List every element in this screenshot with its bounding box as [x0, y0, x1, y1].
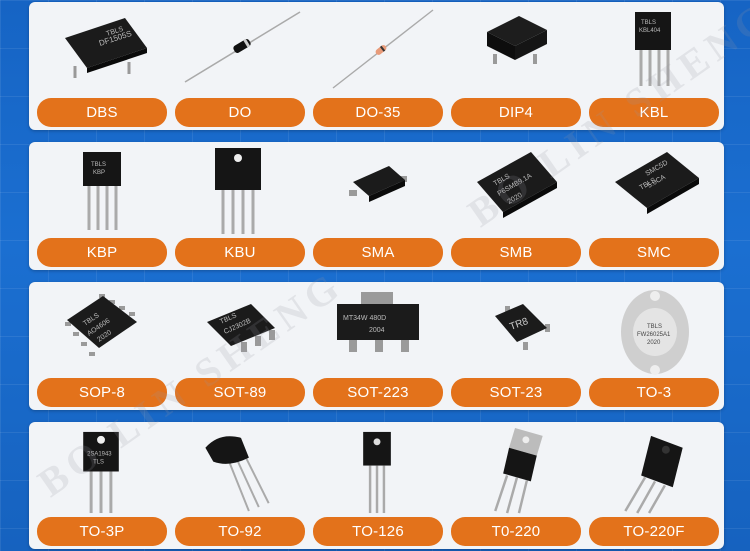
package-label-sot89: SOT-89: [175, 378, 305, 407]
package-card-sot89[interactable]: TBLS CJ2302B SOT-89: [175, 282, 305, 410]
package-label-to220f: TO-220F: [589, 517, 719, 546]
package-card-to126[interactable]: TO-126: [313, 422, 443, 549]
kbp-marking: KBP: [93, 170, 105, 176]
to126-package-icon: [313, 426, 443, 515]
package-label-kbp: KBP: [37, 238, 167, 267]
package-card-dbs[interactable]: DF1505S TBLS DBS: [37, 2, 167, 130]
sop8-package-icon: TBLS AO4606 2020: [37, 286, 167, 376]
package-label-kbu: KBU: [175, 238, 305, 267]
package-label-sma: SMA: [313, 238, 443, 267]
package-row-1: DF1505S TBLS DBS DO: [29, 2, 724, 130]
package-card-kbu[interactable]: KBU: [175, 142, 305, 270]
kbl-package-icon: TBLS KBL404: [589, 6, 719, 96]
package-label-smc: SMC: [589, 238, 719, 267]
package-row-4: 2SA1943 TLS TO-3P TO-92 TO-: [29, 422, 724, 549]
to3-package-icon: TBLS FW26025A1 2020: [589, 286, 719, 376]
to92-package-icon: [175, 426, 305, 515]
package-label-smb: SMB: [451, 238, 581, 267]
package-card-sma[interactable]: SMA: [313, 142, 443, 270]
package-card-sot223[interactable]: MT34W 480D 2004 SOT-223: [313, 282, 443, 410]
to3p-package-icon: 2SA1943 TLS: [37, 426, 167, 515]
to3-marking-date: 2020: [647, 340, 661, 346]
package-label-to126: TO-126: [313, 517, 443, 546]
package-card-to3[interactable]: TBLS FW26025A1 2020 TO-3: [589, 282, 719, 410]
to220f-package-icon: [589, 426, 719, 515]
package-card-kbl[interactable]: TBLS KBL404 KBL: [589, 2, 719, 130]
to220-package-icon: [451, 426, 581, 515]
package-card-to3p[interactable]: 2SA1943 TLS TO-3P: [37, 422, 167, 549]
sot23-package-icon: TR8: [451, 286, 581, 376]
package-card-do[interactable]: DO: [175, 2, 305, 130]
dip4-package-icon: [451, 6, 581, 96]
package-label-do35: DO-35: [313, 98, 443, 127]
sma-package-icon: [313, 146, 443, 236]
package-card-do35[interactable]: DO-35: [313, 2, 443, 130]
package-card-to220f[interactable]: TO-220F: [589, 422, 719, 549]
package-label-dbs: DBS: [37, 98, 167, 127]
package-label-do: DO: [175, 98, 305, 127]
smc-package-icon: SMC5D TBLS 5.0CA: [589, 146, 719, 236]
package-label-sot23: SOT-23: [451, 378, 581, 407]
package-label-to220: T0-220: [451, 517, 581, 546]
package-card-smb[interactable]: TBLS P6SMB9.1A 2020 SMB: [451, 142, 581, 270]
to3-brand: TBLS: [647, 324, 662, 330]
to3-marking: FW26025A1: [637, 332, 671, 338]
package-row-2: TBLS KBP KBP KBU S: [29, 142, 724, 270]
do35-package-icon: [313, 6, 443, 96]
package-card-sop8[interactable]: TBLS AO4606 2020 SOP-8: [37, 282, 167, 410]
kbl-brand: TBLS: [641, 20, 656, 26]
to3p-marking: 2SA1943: [87, 452, 112, 458]
to3p-marking-2: TLS: [93, 460, 104, 466]
smb-package-icon: TBLS P6SMB9.1A 2020: [451, 146, 581, 236]
package-label-to3: TO-3: [589, 378, 719, 407]
kbp-package-icon: TBLS KBP: [37, 146, 167, 236]
kbl-marking: KBL404: [639, 28, 661, 34]
package-label-to3p: TO-3P: [37, 517, 167, 546]
package-card-sot23[interactable]: TR8 SOT-23: [451, 282, 581, 410]
sot223-marking: MT34W 480D: [343, 315, 386, 322]
package-card-smc[interactable]: SMC5D TBLS 5.0CA SMC: [589, 142, 719, 270]
sot223-package-icon: MT34W 480D 2004: [313, 286, 443, 376]
kbu-package-icon: [175, 146, 305, 236]
package-label-sop8: SOP-8: [37, 378, 167, 407]
package-card-dip4[interactable]: DIP4: [451, 2, 581, 130]
package-label-sot223: SOT-223: [313, 378, 443, 407]
package-label-kbl: KBL: [589, 98, 719, 127]
kbp-brand: TBLS: [91, 162, 106, 168]
sot223-marking-date: 2004: [369, 327, 385, 334]
dbs-package-icon: DF1505S TBLS: [37, 6, 167, 96]
package-label-to92: TO-92: [175, 517, 305, 546]
package-card-to92[interactable]: TO-92: [175, 422, 305, 549]
package-label-dip4: DIP4: [451, 98, 581, 127]
package-card-kbp[interactable]: TBLS KBP KBP: [37, 142, 167, 270]
package-card-to220[interactable]: T0-220: [451, 422, 581, 549]
package-row-3: TBLS AO4606 2020 SOP-8 TBLS CJ2302B SOT-…: [29, 282, 724, 410]
do-package-icon: [175, 6, 305, 96]
sot89-package-icon: TBLS CJ2302B: [175, 286, 305, 376]
